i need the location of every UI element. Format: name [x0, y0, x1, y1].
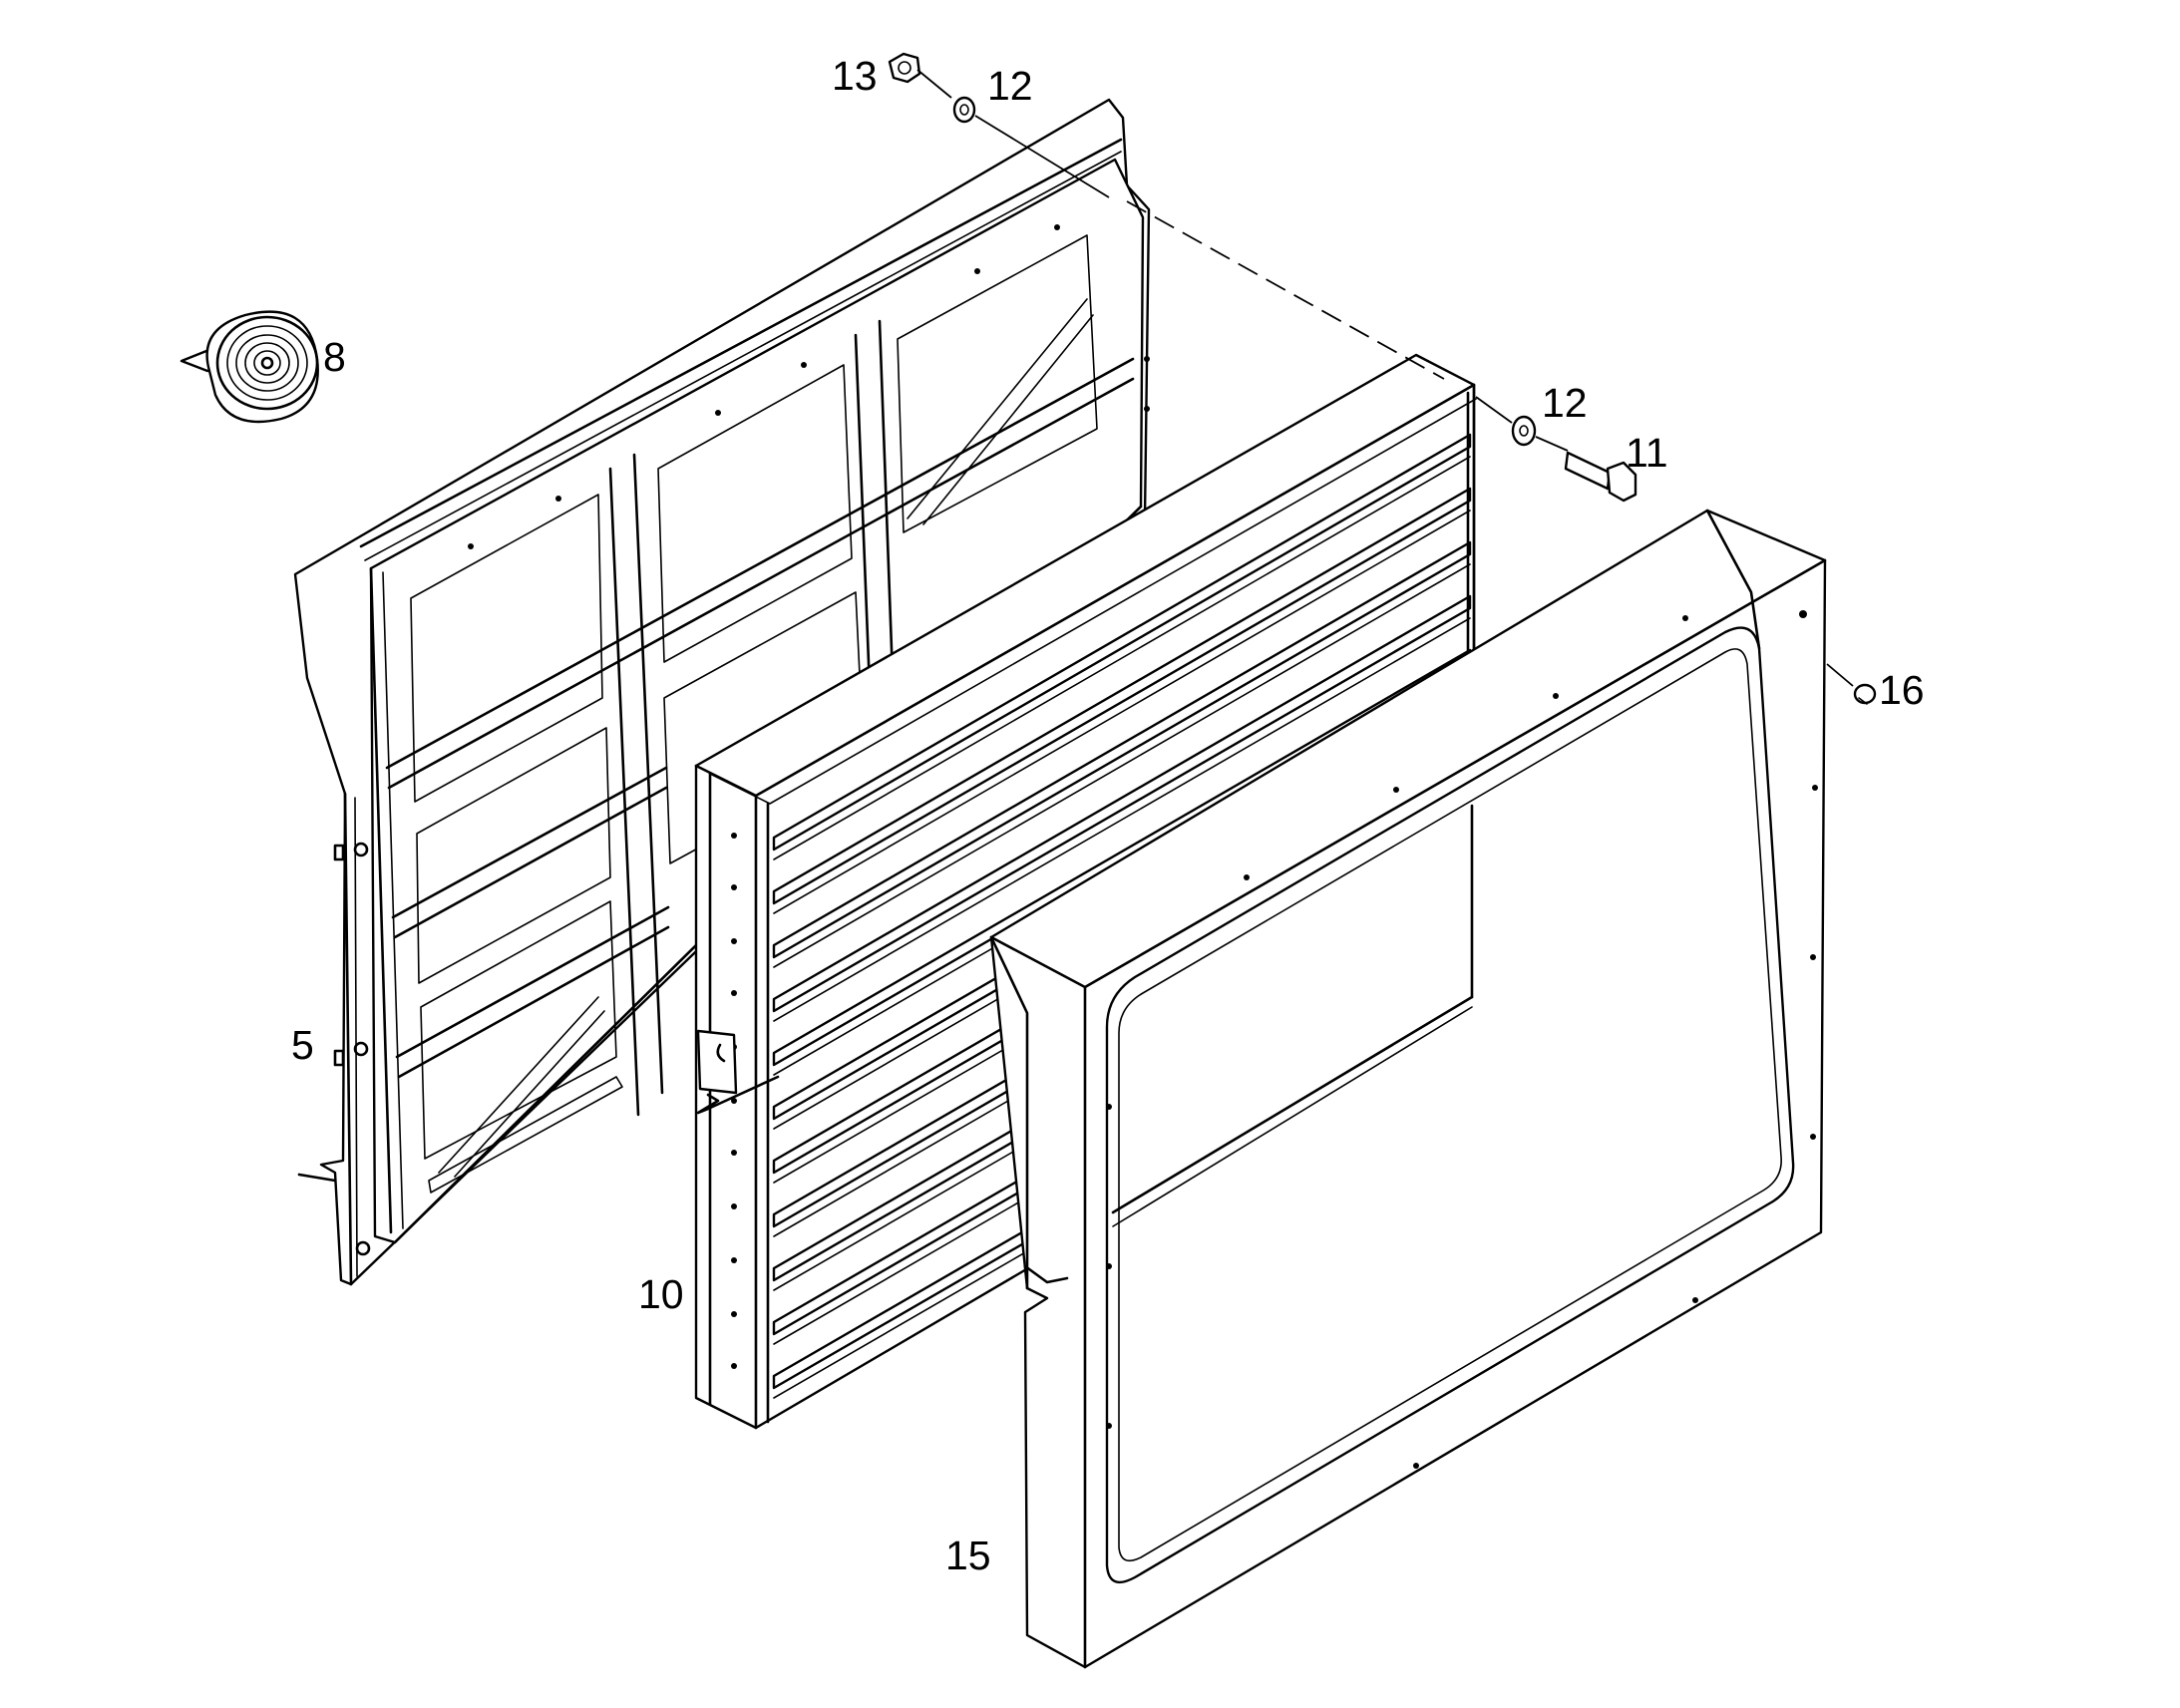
callout-13: 13	[832, 53, 878, 99]
louver-blade-edge	[773, 617, 1471, 1022]
assembly-lines	[916, 69, 1854, 687]
callout-11: 11	[1626, 430, 1668, 476]
rivet-icon	[1853, 683, 1877, 705]
washer-icon	[1511, 415, 1537, 447]
callout-5: 5	[291, 1022, 314, 1068]
callout-labels: 5 8 10 11 12 12 13 15 16	[291, 53, 1925, 1578]
callout-12-top: 12	[987, 63, 1033, 109]
door-panel-frame-icon	[293, 98, 1151, 1286]
tape-roll-icon	[180, 310, 319, 424]
louver-blade-edge	[773, 563, 1471, 968]
louver-blade-edge	[773, 456, 1471, 860]
louver-blade	[772, 540, 1472, 959]
callout-16: 16	[1879, 667, 1925, 713]
washer-icon	[952, 96, 976, 124]
hex-bolt-icon	[1564, 451, 1637, 503]
louver-blade	[772, 594, 1472, 1013]
callout-12-right: 12	[1542, 380, 1588, 426]
louver-blade	[772, 487, 1472, 905]
louver-blade-edge	[773, 510, 1471, 914]
callout-8: 8	[323, 334, 346, 380]
callout-15: 15	[945, 1533, 991, 1578]
callout-10: 10	[638, 1271, 684, 1317]
hex-nut-icon	[888, 52, 921, 84]
louver-blade	[772, 433, 1472, 852]
outer-frame-icon	[989, 509, 1827, 1669]
